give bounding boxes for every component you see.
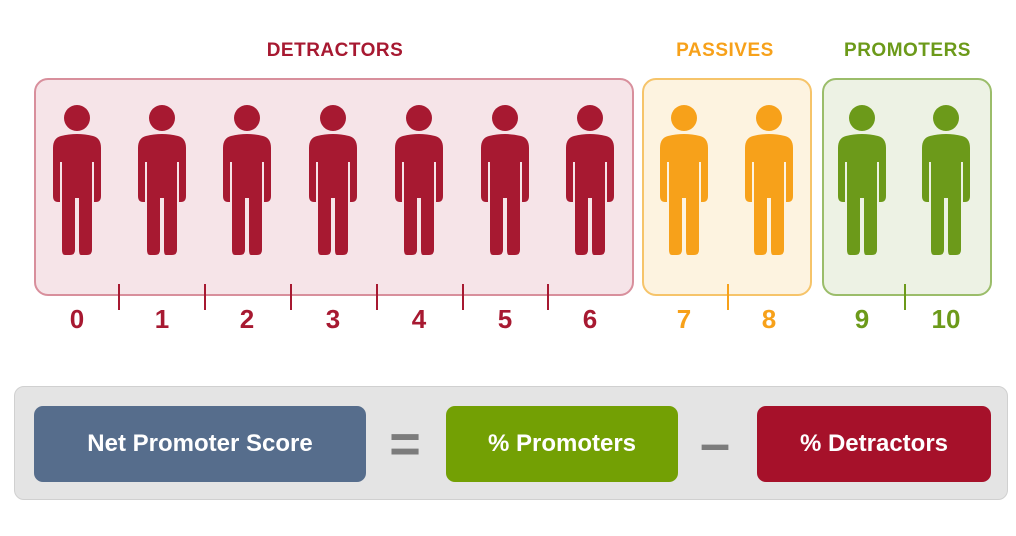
scale-tick [290, 284, 292, 310]
score-label-1: 1 [154, 304, 170, 334]
scale-tick [118, 284, 120, 310]
detractors-title: DETRACTORS [266, 40, 404, 61]
score-label-3: 3 [325, 304, 341, 334]
promoters-percent-pill: % Promoters [446, 406, 678, 482]
person-icon [219, 104, 275, 256]
person-icon [305, 104, 361, 256]
scale-tick [904, 284, 906, 310]
person-icon [918, 104, 974, 256]
score-label-0: 0 [69, 304, 85, 334]
person-icon [134, 104, 190, 256]
score-label-2: 2 [239, 304, 255, 334]
scale-tick [462, 284, 464, 310]
person-icon [477, 104, 533, 256]
score-label-7: 7 [676, 304, 692, 334]
scale-tick [204, 284, 206, 310]
score-label-4: 4 [411, 304, 427, 334]
scale-tick [376, 284, 378, 310]
score-label-5: 5 [497, 304, 513, 334]
detractors-percent-pill: % Detractors [757, 406, 991, 482]
score-label-6: 6 [582, 304, 598, 334]
person-icon [562, 104, 618, 256]
equals-sign: = [389, 414, 421, 474]
person-icon [391, 104, 447, 256]
person-icon [834, 104, 890, 256]
score-label-8: 8 [761, 304, 777, 334]
promoters-title: PROMOTERS [844, 40, 971, 61]
scale-tick [727, 284, 729, 310]
minus-sign: – [699, 414, 731, 474]
score-label-9: 9 [854, 304, 870, 334]
person-icon [656, 104, 712, 256]
score-label-10: 10 [931, 304, 961, 334]
person-icon [49, 104, 105, 256]
scale-tick [547, 284, 549, 310]
net-promoter-score-pill: Net Promoter Score [34, 406, 366, 482]
person-icon [741, 104, 797, 256]
passives-title: PASSIVES [676, 40, 774, 61]
